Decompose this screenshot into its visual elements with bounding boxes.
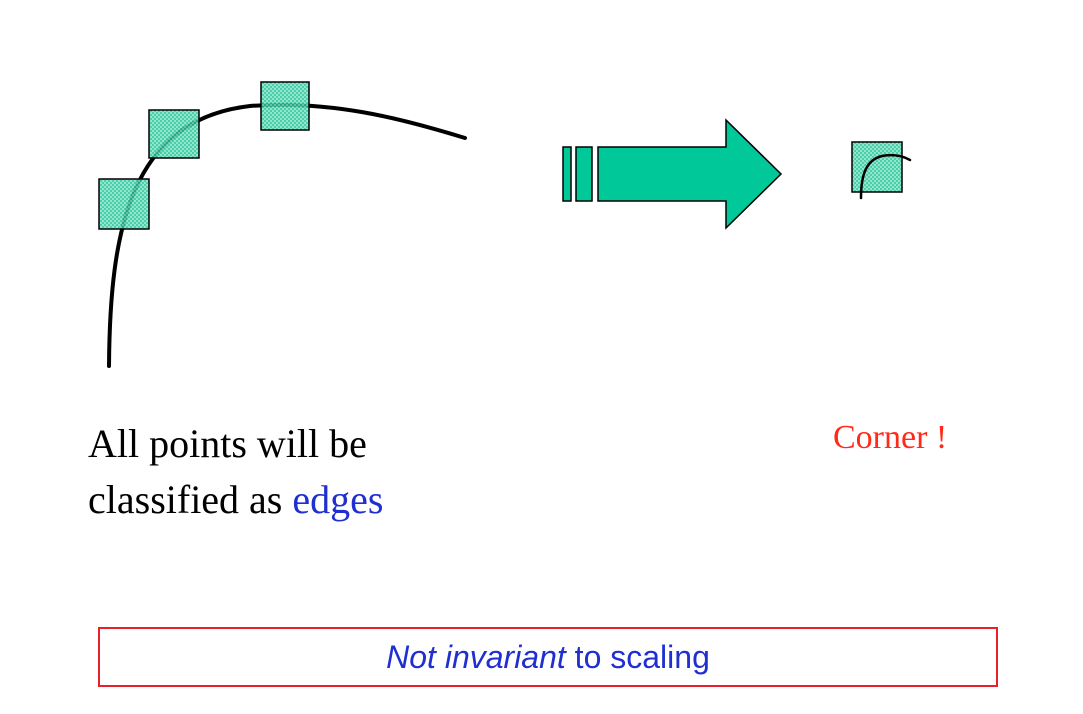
window-square: [98, 178, 150, 230]
small-curve: [859, 153, 912, 200]
edge-caption: All points will be classified as edges: [88, 416, 383, 528]
scaling-arrow: [562, 118, 783, 230]
caption-line-2: classified as edges: [88, 472, 383, 528]
note-rest: to scaling: [565, 638, 710, 675]
window-square: [148, 109, 200, 159]
corner-label: Corner !: [833, 419, 948, 456]
caption-line-1: All points will be: [88, 421, 367, 466]
corner-window-square: [851, 141, 903, 193]
caption-line-2-prefix: classified as: [88, 477, 293, 522]
edge-curve: [107, 102, 467, 368]
invariance-note: Not invariant to scaling: [98, 627, 998, 687]
window-square: [260, 81, 310, 131]
note-emphasis: Not invariant: [386, 638, 566, 675]
caption-highlight: edges: [292, 477, 384, 522]
